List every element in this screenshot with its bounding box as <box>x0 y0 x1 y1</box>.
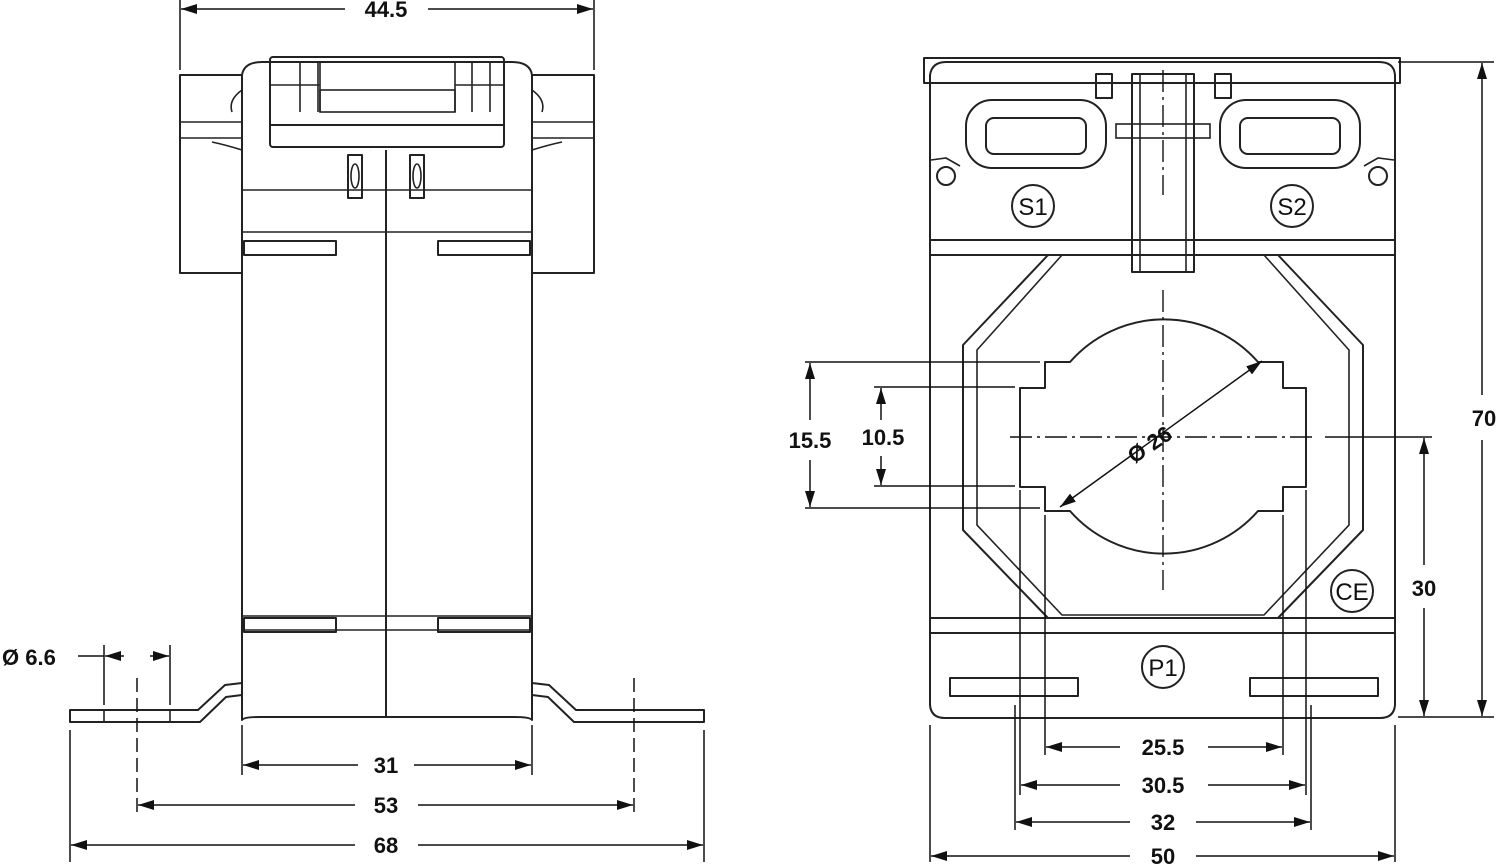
terminal-p1-label: P1 <box>1148 655 1177 682</box>
dim-overall-height: 70 <box>1472 406 1496 431</box>
dim-overall-length: 68 <box>374 833 398 858</box>
dim-window-outer-height: 15.5 <box>789 428 832 453</box>
dim-25-5: 25.5 <box>1142 735 1185 760</box>
dim-32: 32 <box>1151 810 1175 835</box>
dim-30-5: 30.5 <box>1142 773 1185 798</box>
side-view: 44.5 Ø 6.6 31 53 68 <box>2 0 705 862</box>
dim-window-inner-height: 10.5 <box>862 425 905 450</box>
terminal-s2-label: S2 <box>1277 194 1306 221</box>
dim-hole-pitch: 53 <box>374 793 398 818</box>
dim-hole-diameter: Ø 6.6 <box>2 645 56 670</box>
dim-side-width: 44.5 <box>365 0 408 22</box>
ce-mark: CE <box>1335 579 1368 606</box>
front-view: S1 S2 Ø 26 CE P1 15.5 10.5 <box>789 57 1496 866</box>
dim-front-width: 50 <box>1151 844 1175 866</box>
dim-center-height: 30 <box>1412 576 1436 601</box>
dim-body-depth: 31 <box>374 753 398 778</box>
terminal-s1-label: S1 <box>1018 194 1047 221</box>
